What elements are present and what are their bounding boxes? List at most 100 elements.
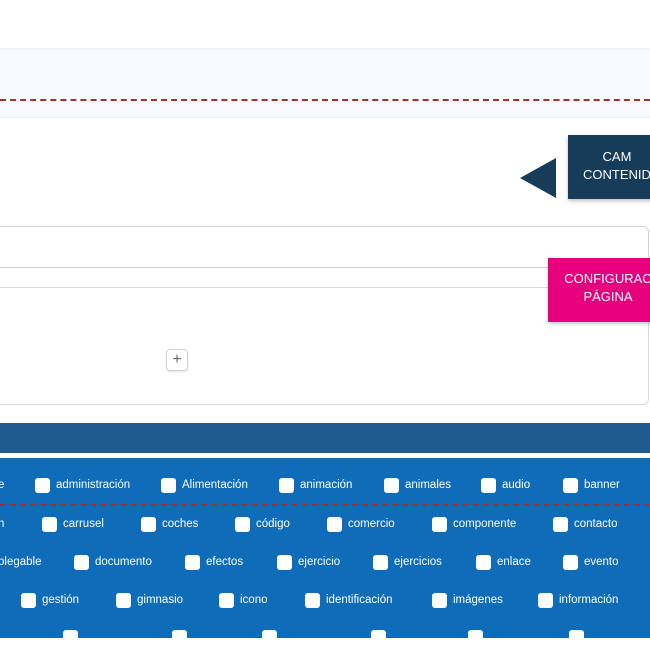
- checkbox[interactable]: [432, 593, 447, 608]
- tag-label: icono: [240, 594, 268, 606]
- tag-row: gestión gimnasio icono identificación im…: [0, 593, 650, 615]
- tag-label: evento: [584, 556, 619, 568]
- tag-item[interactable]: evento: [563, 555, 619, 570]
- tag-row: n carrusel coches código comercio compon…: [0, 517, 650, 539]
- tag-label: documento: [95, 556, 152, 568]
- tag-label: animación: [300, 479, 353, 491]
- tag-item[interactable]: animales: [384, 478, 451, 493]
- tag-label: comercio: [348, 518, 395, 530]
- checkbox[interactable]: [262, 630, 277, 638]
- tag-item[interactable]: administración: [35, 478, 130, 493]
- checkbox[interactable]: [327, 517, 342, 532]
- tag-label: información: [559, 594, 619, 606]
- tag-item[interactable]: [262, 630, 283, 638]
- checkbox[interactable]: [553, 517, 568, 532]
- tag-item[interactable]: Alimentación: [161, 478, 248, 493]
- tag-item[interactable]: n: [0, 517, 4, 532]
- tag-item[interactable]: e: [0, 478, 4, 493]
- tag-label: ejercicio: [298, 556, 341, 568]
- section-header-bar: [0, 423, 650, 453]
- checkbox[interactable]: [235, 517, 250, 532]
- tag-item[interactable]: efectos: [185, 555, 243, 570]
- tag-label: efectos: [206, 556, 244, 568]
- checkbox[interactable]: [63, 630, 78, 638]
- tag-item[interactable]: [371, 630, 392, 638]
- checkbox[interactable]: [42, 517, 57, 532]
- tag-item[interactable]: enlace: [476, 555, 531, 570]
- content-editor[interactable]: [0, 287, 649, 405]
- tag-item[interactable]: gestión: [21, 593, 79, 608]
- tag-label: código: [256, 518, 290, 530]
- tag-row: plegable documento efectos ejercicio eje…: [0, 555, 650, 577]
- tag-label: audio: [502, 479, 531, 491]
- tag-row: e administración Alimentación animación …: [0, 478, 650, 500]
- checkbox[interactable]: [161, 478, 176, 493]
- checkbox[interactable]: [219, 593, 234, 608]
- tag-item[interactable]: icono: [219, 593, 268, 608]
- checkbox[interactable]: [279, 478, 294, 493]
- tag-item[interactable]: [569, 630, 590, 638]
- tag-label: contacto: [574, 518, 618, 530]
- tag-label: imágenes: [453, 594, 503, 606]
- checkbox[interactable]: [432, 517, 447, 532]
- tag-item[interactable]: audio: [481, 478, 530, 493]
- tag-label: n: [0, 518, 5, 530]
- tag-item[interactable]: ejercicio: [277, 555, 340, 570]
- tag-label: identificación: [326, 594, 393, 606]
- checkbox[interactable]: [563, 555, 578, 570]
- checkbox[interactable]: [371, 630, 386, 638]
- title-input[interactable]: [0, 226, 649, 268]
- checkbox[interactable]: [21, 593, 36, 608]
- callout-line: PÁGINA: [583, 289, 633, 304]
- tag-label: Alimentación: [182, 479, 248, 491]
- page-config-callout: CONFIGURAC PÁGINA: [548, 258, 650, 322]
- checkbox[interactable]: [305, 593, 320, 608]
- dashed-divider: [0, 99, 650, 101]
- tag-label: enlace: [497, 556, 531, 568]
- callout-line: CONFIGURAC: [564, 271, 650, 286]
- checkbox[interactable]: [384, 478, 399, 493]
- tag-item[interactable]: contacto: [553, 517, 617, 532]
- tag-item[interactable]: comercio: [327, 517, 395, 532]
- tag-item[interactable]: banner: [563, 478, 620, 493]
- checkbox[interactable]: [481, 478, 496, 493]
- checkbox[interactable]: [116, 593, 131, 608]
- tag-item[interactable]: coches: [141, 517, 198, 532]
- checkbox[interactable]: [538, 593, 553, 608]
- tag-item[interactable]: [63, 630, 84, 638]
- tag-item[interactable]: componente: [432, 517, 516, 532]
- tag-item[interactable]: plegable: [0, 555, 41, 570]
- add-block-button[interactable]: +: [166, 349, 188, 371]
- tag-item[interactable]: [468, 630, 489, 638]
- tag-label: plegable: [0, 556, 42, 568]
- tag-item[interactable]: [172, 630, 193, 638]
- tag-item[interactable]: gimnasio: [116, 593, 183, 608]
- tag-item[interactable]: identificación: [305, 593, 392, 608]
- tag-label: gestión: [42, 594, 80, 606]
- tag-item[interactable]: carrusel: [42, 517, 104, 532]
- tag-item[interactable]: documento: [74, 555, 152, 570]
- tag-item[interactable]: ejercicios: [373, 555, 442, 570]
- tag-label: banner: [584, 479, 620, 491]
- checkbox[interactable]: [141, 517, 156, 532]
- checkbox[interactable]: [476, 555, 491, 570]
- tag-item[interactable]: información: [538, 593, 618, 608]
- tag-label: administración: [56, 479, 131, 491]
- checkbox[interactable]: [569, 630, 584, 638]
- checkbox[interactable]: [563, 478, 578, 493]
- tag-row-partial: [0, 630, 650, 638]
- checkbox[interactable]: [185, 555, 200, 570]
- tag-item[interactable]: animación: [279, 478, 352, 493]
- checkbox[interactable]: [35, 478, 50, 493]
- callout-line: CONTENID: [583, 167, 650, 182]
- tag-item[interactable]: imágenes: [432, 593, 503, 608]
- checkbox[interactable]: [373, 555, 388, 570]
- checkbox[interactable]: [172, 630, 187, 638]
- tag-label: ejercicios: [394, 556, 442, 568]
- tag-list: e administración Alimentación animación …: [0, 458, 650, 638]
- checkbox[interactable]: [277, 555, 292, 570]
- tag-item[interactable]: código: [235, 517, 290, 532]
- checkbox[interactable]: [74, 555, 89, 570]
- checkbox[interactable]: [468, 630, 483, 638]
